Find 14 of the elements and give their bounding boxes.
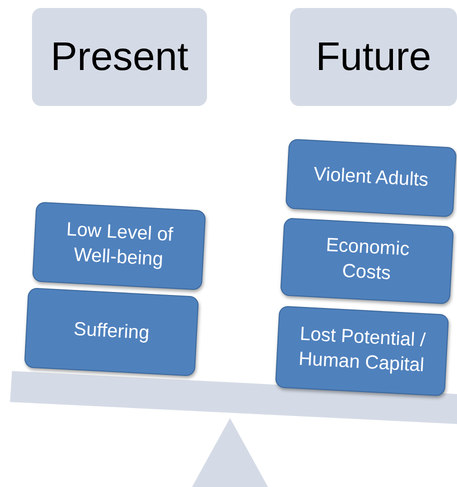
box-label: Economic Costs (324, 234, 411, 286)
box-label: Present (50, 34, 188, 80)
heading-box (290, 8, 457, 106)
cause-box (274, 306, 450, 396)
heading-box (32, 8, 207, 106)
cause-box (32, 202, 206, 290)
cause-box (285, 138, 457, 218)
box-label: Suffering (73, 318, 150, 346)
box-label: Violent Adults (313, 162, 429, 193)
box-label: Lost Potential / Human Capital (297, 323, 427, 378)
cause-box (24, 288, 199, 376)
box-label: Future (316, 34, 432, 80)
box-label: Low Level of Well-being (64, 218, 174, 272)
cause-box (280, 218, 454, 304)
